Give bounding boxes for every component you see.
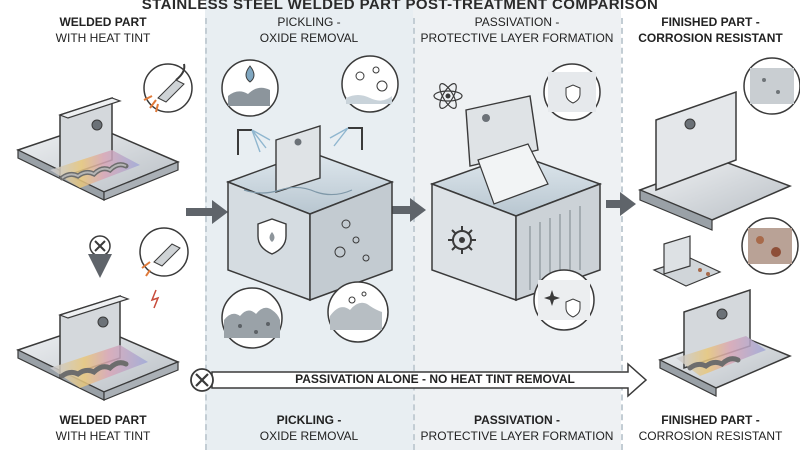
divider-2 xyxy=(413,18,415,450)
welded-part-top xyxy=(16,96,180,201)
zoom-bubbles-icon xyxy=(341,55,399,113)
stage-label-line1: PASSIVATION - xyxy=(474,15,560,29)
stage-label-line1: FINISHED PART - xyxy=(661,15,760,29)
bypass-label: PASSIVATION ALONE - NO HEAT TINT REMOVAL xyxy=(295,372,575,386)
welding-torch-icon-bottom xyxy=(139,227,189,309)
zoom-droplet-icon xyxy=(221,59,279,117)
stage-label-line2: WITH HEAT TINT xyxy=(55,31,151,45)
stage-label-finished-top: FINISHED PART - CORROSION RESISTANT xyxy=(621,14,800,46)
stage-label-passivation-top: PASSIVATION - PROTECTIVE LAYER FORMATION xyxy=(413,14,621,46)
zoom-finished-surface-icon xyxy=(743,57,800,115)
divider-3 xyxy=(621,18,623,450)
stage-label-passivation-bottom: PASSIVATION - PROTECTIVE LAYER FORMATION xyxy=(413,412,621,444)
shield-icon xyxy=(257,218,287,255)
stage-label-line1: PICKLING - xyxy=(276,413,342,427)
finished-part-top xyxy=(637,90,793,231)
zoom-passive-sparkle-icon xyxy=(533,269,595,331)
stage-label-welded-top: WELDED PART WITH HEAT TINT xyxy=(18,14,188,46)
stage-label-line2: CORROSION RESISTANT xyxy=(638,31,783,45)
diagram-title: STAINLESS STEEL WELDED PART POST-TREATME… xyxy=(141,0,659,13)
finished-part-bottom xyxy=(658,288,792,397)
passivation-tank xyxy=(429,95,603,302)
zoom-oxide-after-icon xyxy=(327,281,389,343)
stage-label-line1: WELDED PART xyxy=(59,15,147,29)
gear-icon xyxy=(448,226,476,254)
stage-label-pickling-bottom: PICKLING - OXIDE REMOVAL xyxy=(205,412,413,444)
stage-label-line2: OXIDE REMOVAL xyxy=(259,31,359,45)
welded-part-bottom xyxy=(16,294,180,401)
stage-label-line2: PROTECTIVE LAYER FORMATION xyxy=(420,429,614,443)
stage-label-line2: OXIDE REMOVAL xyxy=(259,429,359,443)
stage-label-line2: WITH HEAT TINT xyxy=(55,429,151,443)
stage-label-pickling-top: PICKLING - OXIDE REMOVAL xyxy=(205,14,413,46)
stage-label-line1: FINISHED PART - xyxy=(661,413,760,427)
small-corroded-part xyxy=(652,235,722,287)
pickling-tank xyxy=(225,125,395,302)
stage-label-line1: WELDED PART xyxy=(59,413,147,427)
zoom-passive-layer-icon xyxy=(543,63,601,121)
zoom-oxide-before-icon xyxy=(221,287,283,349)
welding-torch-icon xyxy=(143,63,193,113)
stage-label-line1: PASSIVATION - xyxy=(473,413,560,427)
stage-label-line2: PROTECTIVE LAYER FORMATION xyxy=(420,31,614,45)
arrow-to-passivation xyxy=(392,198,426,222)
zoom-corrosion-icon xyxy=(741,217,799,275)
rejected-path-marker xyxy=(88,235,112,278)
arrow-to-pickling xyxy=(186,200,228,224)
stage-label-welded-bottom: WELDED PART WITH HEAT TINT xyxy=(18,412,188,444)
stage-label-line2: CORROSION RESISTANT xyxy=(638,429,783,443)
atom-icon xyxy=(433,83,463,109)
bubbles xyxy=(334,219,370,262)
stage-label-line1: PICKLING - xyxy=(277,15,341,29)
stage-label-finished-bottom: FINISHED PART - CORROSION RESISTANT xyxy=(621,412,800,444)
bypass-arrow xyxy=(190,362,648,398)
divider-1 xyxy=(205,18,207,450)
arrow-to-finished xyxy=(606,192,636,216)
